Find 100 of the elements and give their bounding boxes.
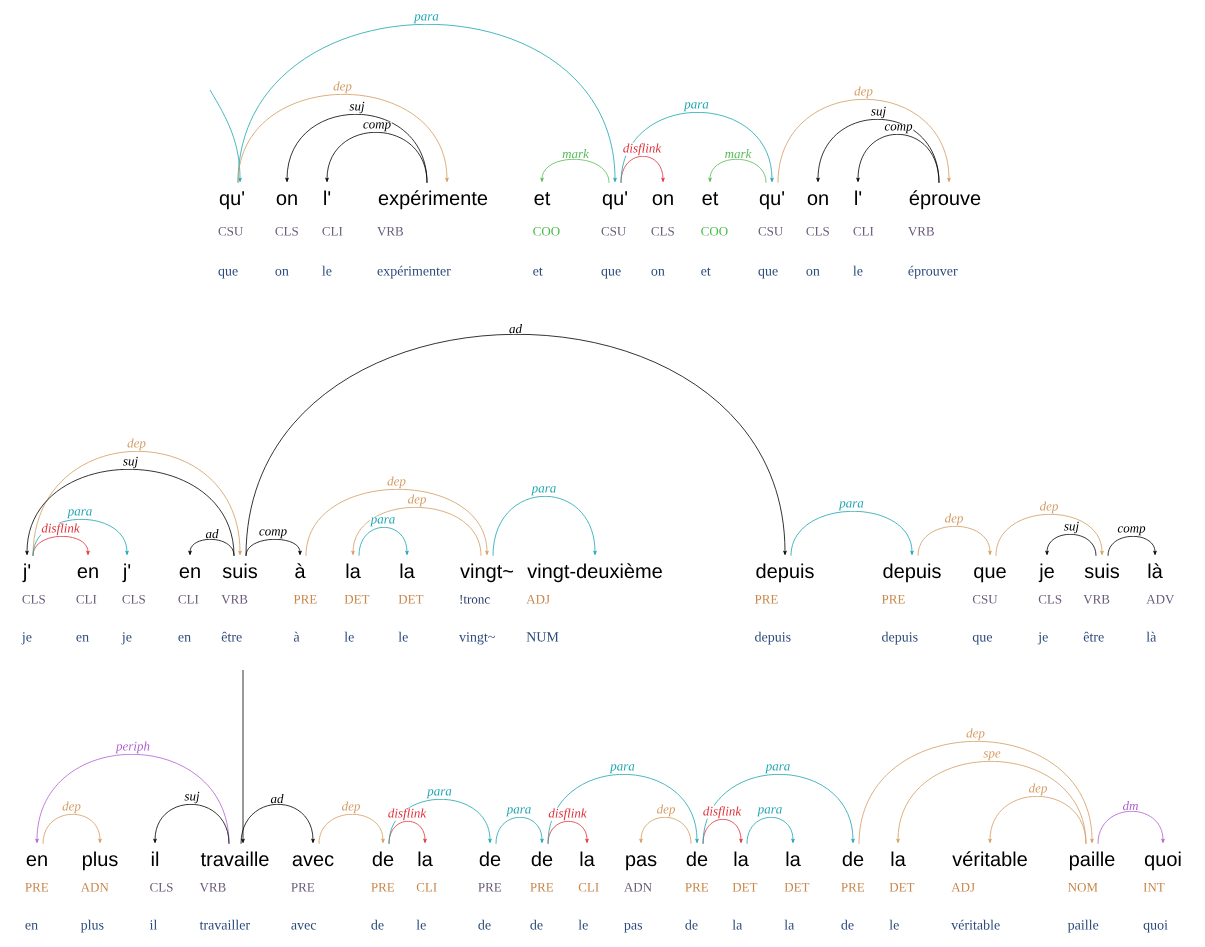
pos-tag: !tronc [460,595,490,604]
edge-label: comp [1116,525,1147,536]
lemma-text: là [1146,631,1157,642]
edge-label: para [530,485,557,496]
pos-tag: NOM [1068,882,1098,892]
word: on [807,194,828,206]
lemma-text: et [533,267,543,276]
pos-tag: PRE [685,883,709,892]
edge-label: dep [386,475,407,489]
lemma-text: plus [80,919,104,933]
pos-tag: CLI [578,882,599,892]
word: vingt-deuxième [527,563,662,583]
edge-label: dep [965,727,986,741]
word: travaille [200,851,269,867]
pos-tag: CLI [416,882,437,892]
arc-arrow [492,495,597,557]
edge-label: dm [1121,800,1140,811]
word: suis [1084,563,1120,579]
arc-arrow [25,468,235,557]
lemma-text: être [1083,631,1104,642]
arc-arrow [358,526,409,557]
arc-arrow [1107,535,1157,557]
pos-tag: DET [889,883,915,892]
pos-tag: VRB [1083,595,1110,604]
arc-arrow [620,111,774,184]
arc-arrow [858,740,1094,845]
pos-tag: CLS [150,882,173,892]
lemma-text: que [601,268,621,279]
arc-arrow [32,535,90,557]
arc-arrow [917,525,992,557]
edge-label: dep [61,800,82,814]
word: l' [324,190,331,205]
pos-tag: PRE [371,883,395,892]
arc-arrow [1097,810,1165,845]
lemma-text: le [578,919,588,930]
arc-arrow [495,816,544,845]
word: de [842,851,864,867]
lemma-text: on [651,268,665,276]
edge-label: disflink [387,807,427,821]
pos-tag: DET [398,595,424,604]
edge-label: para [369,516,396,527]
word: de [686,851,708,867]
arc-arrow [388,820,427,845]
word: suis [222,563,258,579]
lemma-text: en [178,634,191,642]
pos-tag: ADN [624,882,652,892]
arc-arrow [816,118,940,184]
pos-tag: ADJ [526,594,550,604]
lemma-text: expérimenter [377,265,451,279]
edge-label: para [838,500,865,511]
arc-arrow [305,488,489,557]
word: vingt~ [460,563,514,583]
word: qu' [759,191,784,210]
word: que [974,567,1006,583]
word: je [1038,563,1054,583]
lemma-text: pas [624,922,643,933]
pos-tag: CSU [972,594,998,604]
lemma-text: être [221,631,242,642]
pos-tag: CLI [322,226,343,236]
edge-label: dep [332,80,353,94]
pos-tag: PRE [754,595,778,604]
arc-arrow [240,803,315,845]
lemma-text: le [889,919,899,930]
edge-label: para [609,763,636,774]
word: la [734,851,749,867]
lemma-text: paille [1067,919,1099,933]
edge-label: ad [269,793,285,804]
edge-label: para [683,101,710,112]
pos-tag: DET [784,883,810,892]
lemma-text: le [416,919,426,930]
lemma-text: à [293,631,300,642]
edge-label: suj [183,791,201,804]
arc-arrow [790,510,914,557]
arc-arrow [325,131,428,184]
pos-tag: PRE [881,595,905,604]
arc-arrow [540,158,610,184]
word: là [1148,563,1163,579]
pos-tag: VRB [908,227,934,236]
arc-arrow [708,158,767,184]
lemma-text: que [972,634,993,645]
pos-tag: CSU [601,226,626,236]
arc-arrow [547,773,699,845]
lemma-text: depuis [755,631,791,645]
arc-arrow [988,795,1087,845]
word: véritable [952,851,1027,867]
pos-tag: CLS [1038,594,1062,604]
arc-arrow [639,816,692,845]
lemma-text: on [806,268,820,276]
arc-arrow [746,816,795,845]
edge-label: para [756,806,783,817]
arc-arrow [351,506,482,557]
word: j' [122,563,131,583]
lemma-text: en [76,634,89,642]
lemma-text: de [841,919,854,930]
pos-tag: ADJ [951,882,975,892]
word: l' [855,190,862,205]
lemma-text: et [701,267,711,276]
pos-tag: VRB [199,883,226,892]
pos-tag: INT [1143,883,1165,892]
arc-arrow [35,753,230,845]
